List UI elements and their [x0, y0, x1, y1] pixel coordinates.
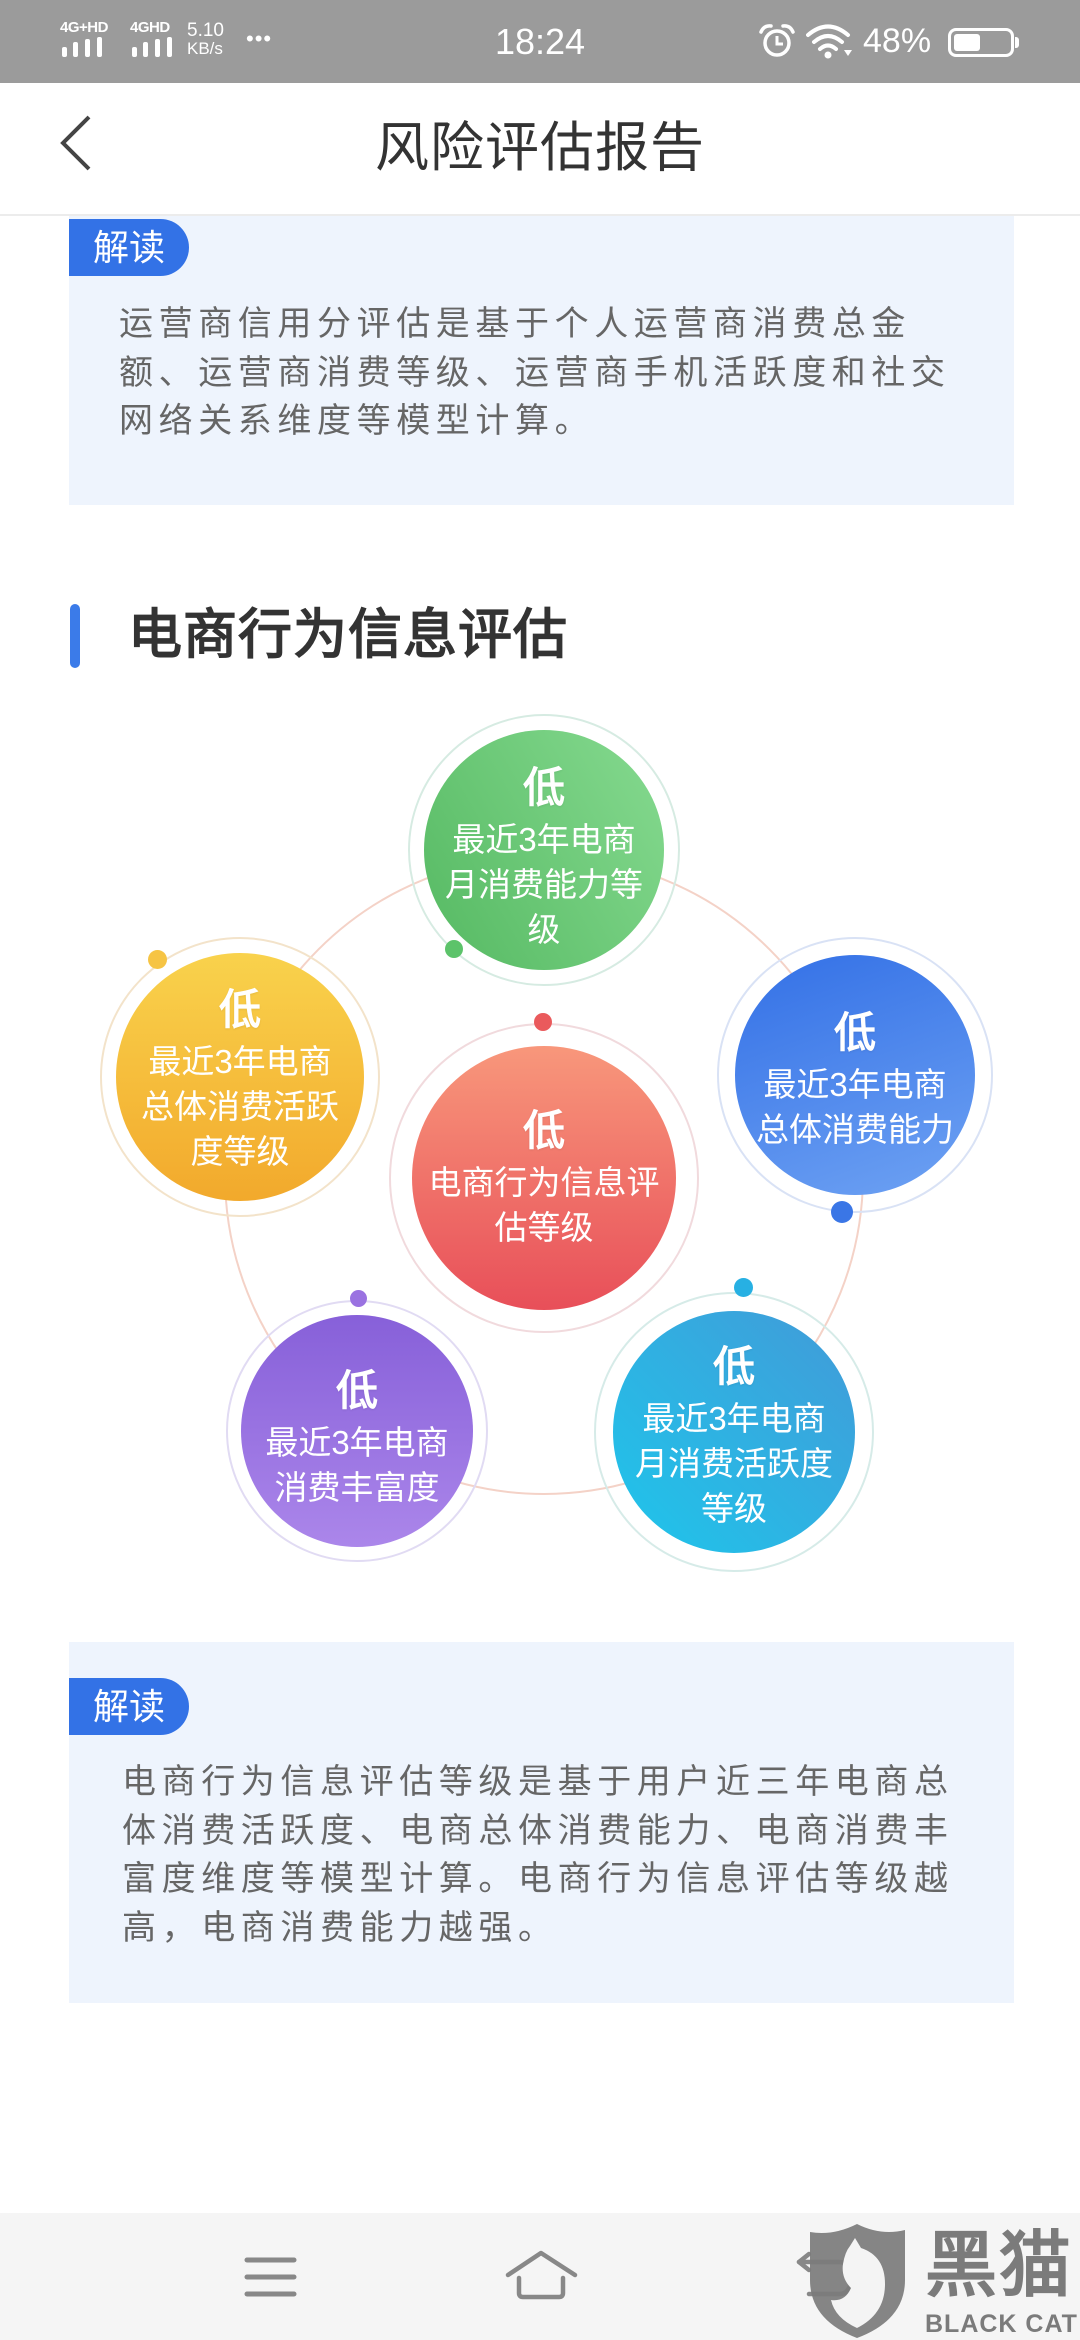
node-text-line: 等级: [701, 1489, 767, 1527]
text-line: 运营商信用分评估是基于个人运营商消费总金: [119, 305, 911, 343]
signal-icon: [62, 37, 102, 57]
node-ring: [408, 714, 680, 986]
node-circle: [613, 1311, 855, 1553]
node-text-line: 最近3年电商: [452, 820, 636, 858]
page-title: 风险评估报告: [375, 118, 705, 178]
node-ring: [594, 1292, 874, 1572]
black-cat-watermark: 黑猫 BLACK CAT: [805, 2222, 1080, 2340]
interpretation-badge: 解读: [69, 219, 189, 276]
node-level: 低: [522, 1107, 565, 1154]
node-text-line: 估等级: [494, 1209, 594, 1246]
node-circle: [116, 953, 364, 1201]
ecommerce-interpretation-card: 解读 电商行为信息评估等级是基于用户近三年电商总 体消费活跃度、电商总体消费能力…: [69, 1642, 1014, 2003]
text-line: 富度维度等模型计算。电商行为信息评估等级越: [122, 1860, 954, 1898]
menu-button[interactable]: [200, 2213, 340, 2340]
back-button[interactable]: [48, 107, 104, 191]
node-text-line: 最近3年电商: [763, 1066, 947, 1103]
node-label: 低 最近3年电商 月消费活跃度 等级: [613, 1313, 855, 1555]
text-line: 电商行为信息评估等级是基于用户近三年电商总: [122, 1763, 954, 1801]
section-title: 电商行为信息评估: [128, 605, 568, 665]
text-line: 网络关系维度等模型计算。: [119, 402, 595, 440]
node-dot: [534, 1013, 552, 1031]
interpretation-text: 电商行为信息评估等级是基于用户近三年电商总 体消费活跃度、电商总体消费能力、电商…: [122, 1758, 954, 1952]
node-text-line: 月消费能力等: [445, 865, 643, 903]
signal-icon: [132, 37, 172, 57]
network-speed-value: 5.10: [187, 20, 224, 41]
alarm-icon: [759, 24, 795, 57]
node-circle: [241, 1315, 473, 1547]
battery-icon: [948, 28, 1014, 57]
node-text-line: 总体消费活跃: [141, 1087, 339, 1125]
more-notifications-icon: •••: [246, 26, 273, 51]
node-text-line: 电商行为信息评: [428, 1164, 660, 1201]
node-dot: [831, 1201, 853, 1223]
node-circle: [424, 730, 664, 970]
node-dot: [148, 950, 167, 969]
battery-percent: 48%: [863, 22, 932, 60]
text-line: 体消费活跃度、电商总体消费能力、电商消费丰: [122, 1811, 954, 1850]
node-level: 低: [218, 985, 261, 1033]
home-button[interactable]: [471, 2213, 611, 2340]
node-text-line: 最近3年电商: [265, 1424, 449, 1461]
app-header: 风险评估报告: [0, 83, 1080, 216]
node-dot: [350, 1290, 367, 1307]
node-label: 低 电商行为信息评 估等级: [412, 1044, 676, 1308]
section-accent-bar: [70, 604, 80, 668]
node-text-line: 最近3年电商: [148, 1042, 332, 1080]
operator-interpretation-card: 解读 运营商信用分评估是基于个人运营商消费总金 额、运营商消费等级、运营商手机活…: [69, 183, 1014, 505]
network-speed-unit: KB/s: [187, 39, 223, 58]
node-dot: [734, 1278, 753, 1297]
sim2-network-label: 4GHD: [130, 19, 170, 36]
sim1-network-label: 4G+HD: [60, 19, 108, 36]
wifi-icon: [806, 24, 852, 59]
battery-nub: [1015, 37, 1019, 48]
menu-icon: [244, 2257, 297, 2297]
watermark-en: BLACK CAT: [925, 2310, 1078, 2338]
node-circle: [412, 1046, 676, 1310]
node-dot: [445, 940, 463, 958]
network-speed: 5.10 KB/s: [187, 20, 237, 58]
text-line: 高，电商消费能力越强。: [122, 1908, 558, 1947]
node-text-line: 消费丰富度: [274, 1469, 440, 1506]
watermark-cn: 黑猫: [925, 2226, 1074, 2306]
node-label: 低 最近3年电商 总体消费活跃 度等级: [116, 953, 364, 1201]
interpretation-badge: 解读: [69, 1678, 189, 1735]
node-label: 低 最近3年电商 消费丰富度: [241, 1320, 473, 1552]
home-icon: [505, 2250, 578, 2300]
node-level: 低: [522, 763, 565, 811]
sim2-signal: 4GHD: [130, 19, 194, 63]
node-circle: [735, 955, 975, 1195]
interpretation-text: 运营商信用分评估是基于个人运营商消费总金 额、运营商消费等级、运营商手机活跃度和…: [119, 300, 951, 446]
node-text-line: 最近3年电商: [642, 1399, 826, 1437]
node-level: 低: [712, 1342, 755, 1390]
chevron-left-icon: [60, 115, 91, 171]
node-text-line: 总体消费能力: [756, 1111, 954, 1148]
node-label: 低 最近3年电商 总体消费能力: [735, 958, 975, 1198]
text-line: 额、运营商消费等级、运营商手机活跃度和社交: [119, 353, 951, 392]
status-bar: 4G+HD 4GHD 5.10 KB/s ••• 18:24 48: [0, 0, 1080, 83]
node-ring: [717, 937, 993, 1213]
node-level: 低: [335, 1367, 378, 1414]
node-text-line: 月消费活跃度: [635, 1444, 833, 1482]
shield-cat-logo-icon: [810, 2224, 905, 2338]
node-label: 低 最近3年电商 月消费能力等 级: [424, 735, 664, 975]
status-time: 18:24: [494, 21, 586, 62]
node-text-line: 级: [527, 910, 561, 948]
node-ring: [100, 937, 380, 1217]
sim1-signal: 4G+HD: [60, 19, 124, 63]
node-level: 低: [833, 1009, 876, 1056]
battery-level: [954, 34, 980, 51]
node-text-line: 度等级: [190, 1132, 290, 1170]
